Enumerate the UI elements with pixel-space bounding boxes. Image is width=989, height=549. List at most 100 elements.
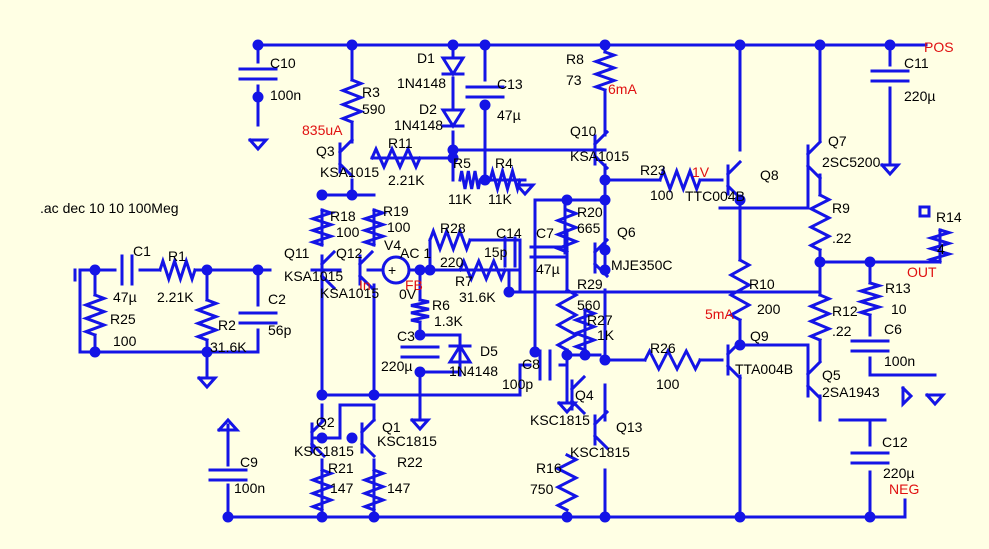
label-q4-value: KSC1815 [530,412,590,428]
label-r1-value: 2.21K [157,289,194,305]
label-r3-ref: R3 [362,84,380,100]
label-r22-ref: R22 [397,454,423,470]
label-q6-value: MJE350C [611,257,672,273]
resistor-r10 [727,257,753,323]
junction-dot [346,189,358,201]
transistor-q9 [725,339,743,357]
resistor-r9 [807,192,833,253]
junction-dot [222,511,234,523]
label-c11-value: 220µ [904,88,935,104]
net-label-out: OUT [907,264,937,280]
label-r21-ref: R21 [328,460,354,476]
transistor-q13 [592,433,610,451]
transistor-q2 [309,441,327,459]
label-r23-value: 100 [650,187,674,203]
resistor-r16 [554,452,580,513]
junction-dot [599,39,611,51]
label-r20-value: 665 [577,220,601,236]
junction-dot [884,39,896,51]
resistor-r8 [591,50,619,92]
label-d5-value: 1N4148 [449,363,498,379]
label-q2-ref: Q2 [316,414,335,430]
ground-symbol [900,385,914,408]
junction-dot [424,264,436,276]
junction-dot [414,329,426,341]
label-q7-ref: Q7 [828,133,847,149]
label-c9-ref: C9 [240,454,258,470]
junction-dot [89,264,101,276]
junction-dot [864,256,876,268]
resistor-r5 [458,170,482,190]
diode-d1 [440,56,466,77]
label-q1-ref: Q1 [382,419,401,435]
annotation-r8-current: 6mA [608,81,637,97]
label-q8-ref: Q8 [760,167,779,183]
junction-dot [734,39,746,51]
label-r19-value: 100 [387,219,411,235]
label-q11-value: KSA1015 [284,268,343,284]
ground-symbol [196,375,219,390]
resistor-r6 [410,298,430,324]
junction-dot [561,194,573,206]
junction-dot [479,174,491,186]
label-r2-value: 31.6K [210,339,247,355]
junction-dot [316,389,328,401]
junction-dot [864,511,876,523]
label-r9-value: .22 [832,230,852,246]
transistor-q2 [309,417,327,435]
label-r12-value: .22 [832,323,852,339]
junction-dot [316,189,328,201]
label-r8-ref: R8 [566,51,584,67]
label-q12-value: KSA1015 [320,285,379,301]
net-label-fb: FB [405,277,423,293]
ground-symbol [556,400,579,415]
junction-dot [814,39,826,51]
label-c13-ref: C13 [497,76,523,92]
junction-dot [561,349,573,361]
resistor-r7 [458,257,507,283]
junction-dot [414,366,426,378]
annotation-q3-current: 835uA [302,122,343,138]
net-label-in: In [359,277,371,293]
label-r14-value: 4 [937,241,945,257]
label-q9-ref: Q9 [750,328,769,344]
junction-dot [599,511,611,523]
label-r25-ref: R25 [110,311,136,327]
label-r4-ref: R4 [495,155,513,171]
transistor-q9 [725,363,743,381]
label-r13-value: 10 [891,301,907,317]
label-c12-value: 220µ [883,465,914,481]
junction-dot [503,286,515,298]
junction-dot [414,264,426,276]
junction-dot [579,349,591,361]
label-c9-value: 100n [234,480,265,496]
junction-dot [316,432,328,444]
junction-dot [734,339,746,351]
junction-dot [89,346,101,358]
label-r26-ref: R26 [650,340,676,356]
label-q7-value: 2SC5200 [822,154,881,170]
label-r4-value: 11K [488,191,513,207]
junction-dot [734,511,746,523]
junction-dot [599,244,611,256]
transistor-q10 [592,129,610,147]
label-c14-value: 15p [484,244,508,260]
label-r12-ref: R12 [832,303,858,319]
transistor-q12 [357,273,375,291]
label-r16-value: 750 [530,481,554,497]
junction-dot [252,39,264,51]
spice-directive[interactable]: .ac dec 10 10 100Meg [40,200,179,216]
component-layer: + [73,43,955,519]
label-q2-value: KSC1815 [294,443,354,459]
net-label-neg: NEG [889,481,919,497]
junction-dot [447,39,459,51]
net-label-pos: POS [924,39,954,55]
ground-symbol [924,392,947,407]
label-q1-value: KSC1815 [377,433,437,449]
label-r27-ref: R27 [587,312,613,328]
label-q13-ref: Q13 [616,419,643,435]
junction-dot [252,264,264,276]
label-q3-value: KSA1015 [320,164,379,180]
annotation-r23-voltage: 1V [692,164,710,180]
junction-dot [599,174,611,186]
